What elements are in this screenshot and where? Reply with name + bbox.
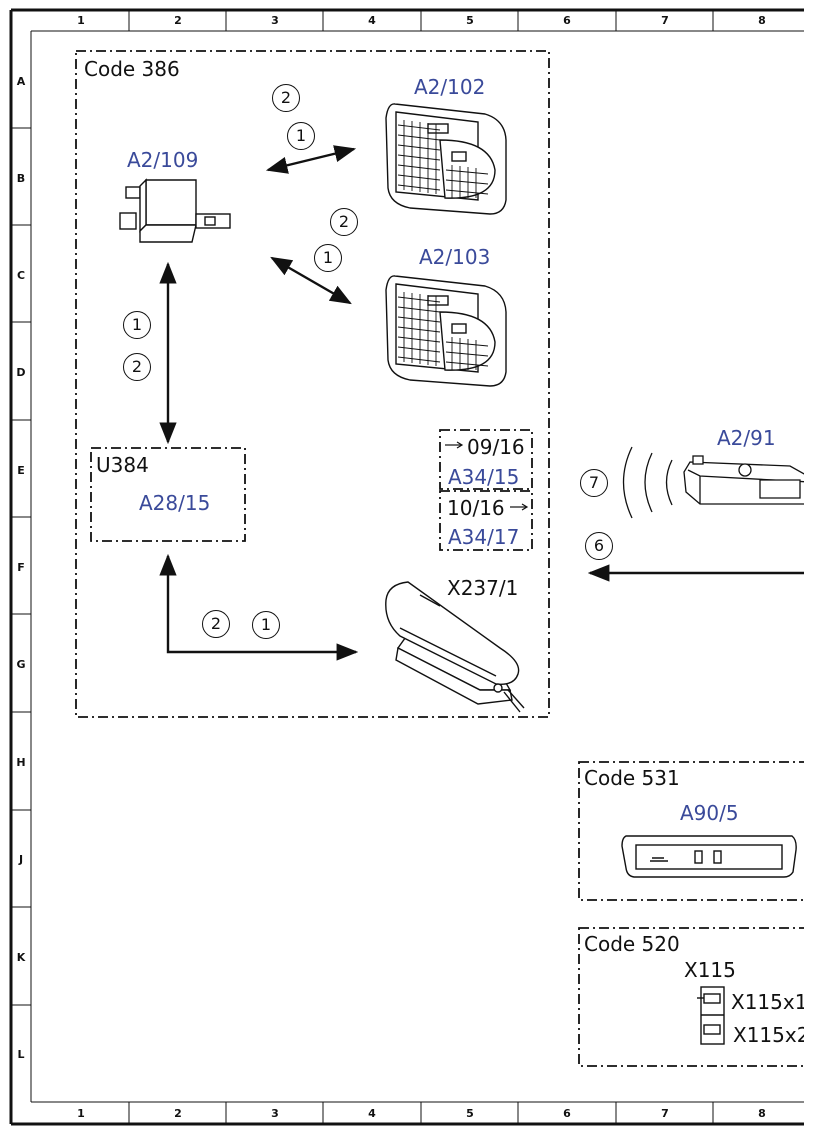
- x237-1-label: X237/1: [447, 576, 519, 600]
- x115-connector-icon: [697, 986, 725, 1045]
- ref1-date: 09/16: [467, 435, 525, 459]
- marker-2: 2: [123, 353, 151, 381]
- a2-102-label: A2/102: [414, 75, 486, 99]
- arrow-a2109-a2102: [265, 145, 357, 174]
- a2-109-label: A2/109: [127, 148, 199, 172]
- col-label-3: 3: [271, 14, 279, 27]
- row-label-f: F: [17, 561, 25, 574]
- col-label-bottom-4: 4: [368, 1107, 376, 1120]
- arrow-a2109-a2103: [270, 256, 352, 305]
- col-label-bottom-3: 3: [271, 1107, 279, 1120]
- code520-boundary: [578, 927, 804, 1067]
- row-label-d: D: [16, 366, 26, 379]
- row-label-a: A: [16, 75, 26, 88]
- ref-box-1016: [439, 490, 533, 551]
- x115-label: X115: [684, 958, 736, 982]
- row-label-j: J: [18, 853, 24, 866]
- col-label-bottom-8: 8: [758, 1107, 766, 1120]
- marker-1: 1: [287, 122, 315, 150]
- row-label-c: C: [16, 269, 26, 282]
- row-label-g: G: [16, 658, 26, 671]
- a2-109-module-icon: [119, 178, 231, 243]
- ref2-date: 10/16: [447, 496, 505, 520]
- marker-7: 7: [580, 469, 608, 497]
- a28-15-label: A28/15: [139, 491, 211, 515]
- col-label-4: 4: [368, 14, 376, 27]
- row-label-b: B: [16, 172, 26, 185]
- u384-boundary: [90, 447, 246, 542]
- ref1-component: A34/15: [448, 465, 520, 489]
- marker-1: 1: [252, 611, 280, 639]
- code531-boundary: [578, 761, 804, 901]
- marker-1: 1: [123, 311, 151, 339]
- col-label-8: 8: [758, 14, 766, 27]
- col-label-bottom-7: 7: [661, 1107, 669, 1120]
- a90-5-unit-icon: [621, 835, 797, 878]
- x237-1-device-icon: [385, 581, 525, 713]
- col-label-bottom-1: 1: [77, 1107, 85, 1120]
- u384-label: U384: [96, 453, 149, 477]
- col-label-6: 6: [563, 14, 571, 27]
- col-label-bottom-2: 2: [174, 1107, 182, 1120]
- marker-2: 2: [330, 208, 358, 236]
- code386-boundary: [75, 50, 550, 718]
- row-label-e: E: [17, 464, 25, 477]
- col-label-bottom-6: 6: [563, 1107, 571, 1120]
- drawing-frame: [9, 8, 804, 1126]
- a2-103-label: A2/103: [419, 245, 491, 269]
- code520-title: Code 520: [584, 932, 680, 956]
- a2-103-pins: [397, 292, 489, 370]
- code386-title: Code 386: [84, 57, 180, 81]
- code531-title: Code 531: [584, 766, 680, 790]
- marker-2: 2: [202, 610, 230, 638]
- ref-box-0916: [439, 429, 533, 490]
- col-label-5: 5: [466, 14, 474, 27]
- a2-102-pins: [397, 120, 489, 198]
- marker-6: 6: [585, 532, 613, 560]
- row-label-k: K: [16, 951, 26, 964]
- col-label-7: 7: [661, 14, 669, 27]
- a2-91-label: A2/91: [717, 426, 776, 450]
- marker-2: 2: [272, 84, 300, 112]
- radio-waves-icon: [622, 446, 673, 519]
- a2-91-module-icon: [683, 455, 804, 505]
- col-label-bottom-5: 5: [466, 1107, 474, 1120]
- row-label-h: H: [16, 756, 26, 769]
- col-label-1: 1: [77, 14, 85, 27]
- arrow-u384-x237: [159, 553, 359, 661]
- col-label-2: 2: [174, 14, 182, 27]
- row-label-l: L: [17, 1048, 25, 1061]
- ref2-component: A34/17: [448, 525, 520, 549]
- marker-1: 1: [314, 244, 342, 272]
- a90-5-label: A90/5: [680, 801, 739, 825]
